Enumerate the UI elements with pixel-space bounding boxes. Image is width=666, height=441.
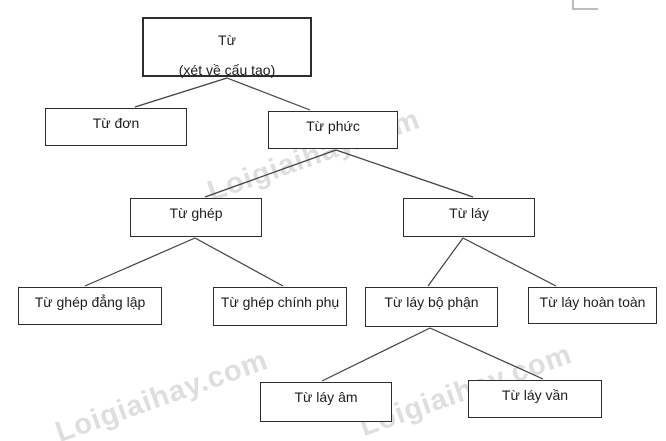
node-label: Từ ghép [169, 205, 223, 221]
node-tu-root: Từ (xét về cấu tạo) [142, 17, 312, 78]
node-label: Từ ghép chính phụ [220, 294, 340, 310]
node-tu-lay-am: Từ láy âm [260, 382, 392, 422]
corner-mark-icon [572, 0, 598, 10]
node-label: Từ phức [306, 118, 360, 134]
node-label: Từ láy âm [294, 389, 358, 405]
node-tu-lay-hoan-toan: Từ láy hoàn toàn [528, 287, 657, 324]
node-subtitle: (xét về cấu tạo) [178, 62, 276, 78]
node-tu-lay-van: Từ láy vần [468, 380, 602, 418]
node-tu-lay-bo-phan: Từ láy bộ phận [365, 287, 498, 327]
tree-edges [84, 77, 557, 382]
node-tu-ghep: Từ ghép [130, 198, 262, 237]
node-tu-lay: Từ láy [403, 198, 535, 237]
node-label: Từ láy bộ phận [384, 294, 479, 310]
node-label: Từ đơn [92, 115, 140, 131]
node-label: Từ láy [449, 205, 489, 221]
node-tu-phuc: Từ phức [268, 111, 398, 149]
node-label: Từ láy vần [501, 387, 569, 403]
node-title: Từ [218, 32, 236, 48]
node-tu-ghep-dang-lap: Từ ghép đẳng lập [18, 287, 162, 325]
node-label: Từ láy hoàn toàn [539, 294, 646, 310]
node-tu-ghep-chinh-phu: Từ ghép chính phụ [213, 287, 347, 326]
node-tu-don: Từ đơn [45, 108, 187, 146]
node-label: Từ ghép đẳng lập [34, 294, 146, 310]
